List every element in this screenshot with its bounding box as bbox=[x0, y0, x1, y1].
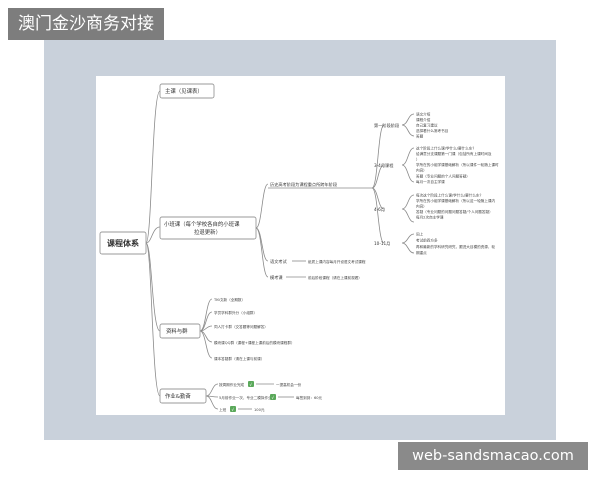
stage-detail-line: 自己复习建议 bbox=[416, 122, 438, 127]
connector-materials-5 bbox=[199, 330, 213, 359]
homework-result: 100元 bbox=[254, 408, 265, 412]
check-icon bbox=[248, 381, 254, 387]
small-class-focus: 历史高考阶段为课程重点所跨年阶段 bbox=[270, 181, 338, 188]
materials-item: 课本答疑群（请在上课与前课） bbox=[214, 356, 264, 361]
materials-item: TKt文新（全期数） bbox=[213, 297, 245, 302]
check-badge: √ bbox=[232, 407, 235, 412]
small-class-composition: 语文考试 bbox=[270, 258, 288, 265]
connector-homework-1 bbox=[205, 383, 219, 397]
stage-detail-line: 学所在的小组学课基础解析（所以课件一轮随上课时 bbox=[416, 162, 499, 167]
materials-item: 模块课QQ群（课程+课程上课前后的模块课程群） bbox=[214, 340, 295, 345]
stage-detail-line: 这个阶段上什么课/学什么/要什么东？ bbox=[416, 145, 476, 150]
mindmap-paper bbox=[96, 76, 505, 415]
main-course-node: 主课（见课表） bbox=[159, 83, 215, 99]
stage-detail-line: 课程介绍 bbox=[416, 117, 431, 122]
materials-item: 学员学科群外分（小组群） bbox=[214, 310, 257, 315]
connector-stage-2 bbox=[371, 164, 385, 189]
small-class-label-cont: 拉退更新） bbox=[194, 228, 221, 236]
bracket-stage-4 bbox=[401, 233, 415, 254]
connector-root-main bbox=[145, 90, 161, 244]
connector-stage-4 bbox=[371, 187, 385, 244]
materials-item: 同人打卡群（交答题等问题解答） bbox=[214, 324, 268, 329]
stage-detail-line: 每次这个阶段上什么课/学什么/要什么东？ bbox=[416, 192, 483, 197]
connector-small-review bbox=[255, 227, 269, 278]
connector-small-focus bbox=[255, 183, 269, 229]
stage-detail-line: 答疑（专业问题的问题问题答疑/个人问题答疑） bbox=[416, 209, 493, 214]
stage-detail-line: 每月2次自主学课 bbox=[416, 215, 444, 220]
check-badge: √ bbox=[250, 382, 253, 387]
root-label: 课程体系 bbox=[107, 238, 139, 248]
stage-detail-line: 再和最新的学科研究研究，跟进大目模的资源，轮 bbox=[416, 244, 495, 249]
stage-2-label: 3-4月课程 bbox=[374, 162, 394, 169]
connector-root-homework bbox=[145, 242, 161, 397]
connector-stage-1 bbox=[371, 124, 385, 189]
stage-detail-line: 同上 bbox=[416, 231, 424, 236]
root-node: 课程体系 bbox=[99, 231, 147, 255]
watermark: web-sandsmacao.com bbox=[398, 442, 588, 470]
main-course-label: 主课（见课表） bbox=[165, 87, 203, 95]
stage-1-label: 第一阶段阶段 bbox=[374, 122, 400, 129]
small-class-review: 模考课 bbox=[270, 274, 283, 281]
stage-detail-line: 语文介绍 bbox=[416, 111, 431, 116]
homework-item: 上班 bbox=[219, 407, 227, 412]
homework-item: 按周期作业完成 bbox=[219, 382, 245, 387]
stage-detail-line: 考试前四方多 bbox=[416, 238, 438, 243]
connector-homework-3 bbox=[205, 395, 219, 410]
check-icon bbox=[230, 406, 236, 412]
materials-node: 资料与群 bbox=[159, 323, 201, 339]
bracket-stage-3 bbox=[401, 194, 415, 223]
stage-3-label: 4-6月 bbox=[374, 207, 385, 213]
bracket-stage-2 bbox=[401, 147, 415, 183]
stage-detail-line: 学所在的小组学课基础解析（所以这一轮随上课内 bbox=[416, 198, 495, 203]
stage-detail-line: 内容） bbox=[416, 204, 427, 209]
bracket-stage-1 bbox=[401, 113, 415, 137]
composition-detail: 纸质上课内容每月开设语文考试课程 bbox=[308, 259, 366, 264]
stage-detail-line: 内容） bbox=[416, 168, 427, 173]
stage-detail-line: 期重点 bbox=[416, 250, 427, 255]
homework-label: 作业&勤奋 bbox=[165, 392, 191, 400]
check-icon bbox=[270, 394, 276, 400]
small-class-node: 小班课（每个学校各自的小班课 拉退更新） bbox=[159, 216, 257, 240]
small-class-label: 小班课（每个学校各自的小班课 bbox=[164, 220, 240, 228]
homework-result: 每签到到：60元 bbox=[296, 395, 323, 400]
connector-materials-2 bbox=[199, 311, 213, 332]
homework-item: 5月前作业一次，专业二模拟作业 bbox=[219, 395, 272, 400]
stage-detail-line: ） bbox=[416, 157, 420, 162]
stage-detail-line: 答题 bbox=[416, 133, 424, 138]
page-title: 澳门金沙商务对接 bbox=[8, 8, 164, 40]
connector-root-materials bbox=[145, 242, 161, 332]
stage-details: 语文介绍课程介绍自己复习建议选择看什么常考书目答题这个阶段上什么课/学什么/要什… bbox=[416, 111, 499, 255]
check-badge: √ bbox=[272, 395, 275, 400]
review-detail: 前后阶段课程（请在上课前观看） bbox=[308, 275, 362, 280]
materials-label: 资料与群 bbox=[166, 327, 188, 335]
homework-node: 作业&勤奋 bbox=[159, 388, 207, 404]
connector-root-small bbox=[145, 226, 161, 244]
stage-detail-line: 每月一次自主学课 bbox=[416, 179, 445, 184]
course-mindmap: 课程体系 主课（见课表） 小班课（每个学校各自的小班课 拉退更新） 历史高考阶段… bbox=[99, 83, 499, 412]
stage-detail-line: 选择看什么常考书目 bbox=[416, 128, 448, 133]
homework-result: 一提高机会一份 bbox=[276, 382, 302, 387]
stage-4-label: 10-11月 bbox=[374, 241, 390, 247]
stage-detail-line: 给满意分支课题第一门课（包括所有上课时间及 bbox=[416, 151, 492, 156]
connector-small-composition bbox=[255, 227, 269, 262]
stage-detail-line: 答题（专业问题的个人问题答疑） bbox=[416, 173, 470, 178]
